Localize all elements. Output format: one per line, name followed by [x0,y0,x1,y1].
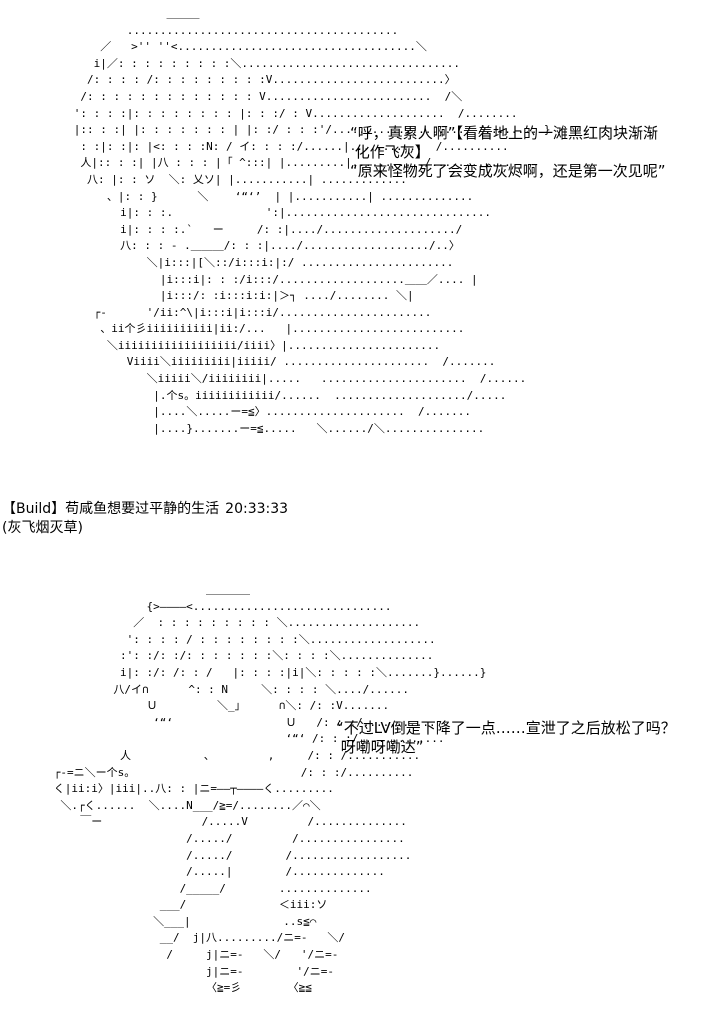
dialogue-bottom: “不过LV倒是下降了一点……宣泄了之后放松了吗？ 呀嘞呀嘞达” [336,719,676,756]
post-timestamp: 20:33:33 [225,501,289,517]
post-header: 【Build】苟咸鱼想要过平静的生活 20:33:33 (灰飞烟灭草) [2,500,294,538]
ascii-art-character-bottom: ＿＿＿＿ {>――――<............................… [53,583,487,995]
ascii-art-character-top: ＿＿＿ ....................................… [73,7,551,435]
post-author: 【Build】苟咸鱼想要过平静的生活 [2,501,220,517]
post-note: (灰飞烟灭草) [2,520,83,536]
dialogue-top: “呼，真累人啊”【看着地上的一滩黑红肉块渐渐 化作飞灰】 “原来怪物死了会变成灰… [350,124,666,180]
